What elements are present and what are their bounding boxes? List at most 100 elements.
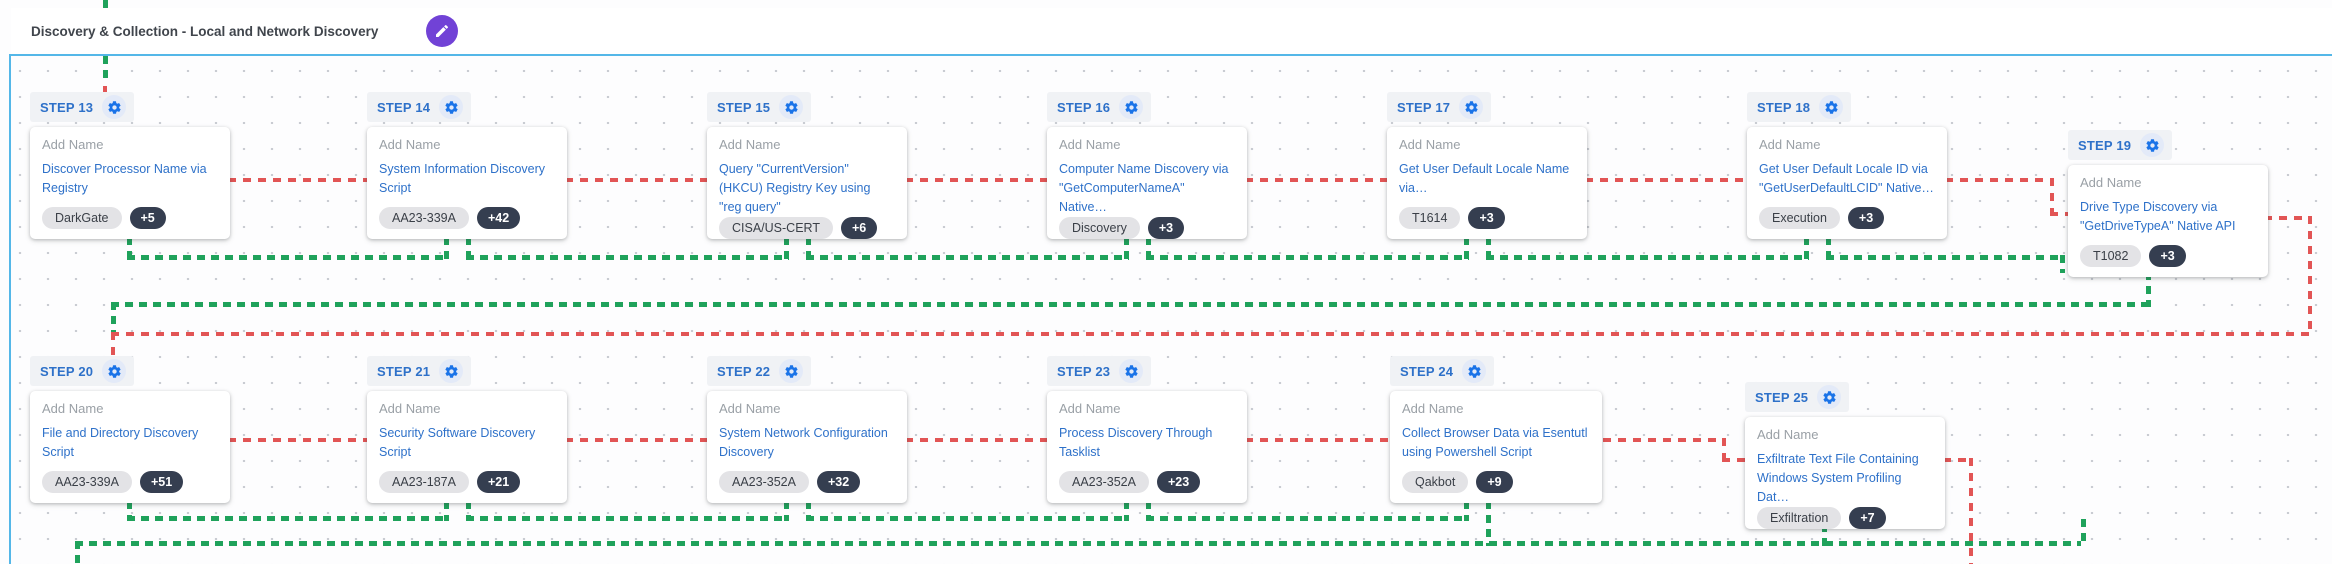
count-pill[interactable]: +3	[1147, 217, 1185, 239]
add-name-placeholder[interactable]: Add Name	[719, 137, 781, 152]
add-name-placeholder[interactable]: Add Name	[2080, 175, 2142, 190]
step-label-chip: STEP 14	[367, 92, 472, 122]
gear-icon	[1467, 364, 1482, 379]
step-label-chip: STEP 18	[1747, 92, 1852, 122]
tag-pill[interactable]: T1614	[1399, 207, 1461, 229]
count-pill[interactable]: +7	[1849, 507, 1886, 529]
step-card[interactable]: Add Name Get User Default Locale Name vi…	[1387, 127, 1587, 239]
count-pill[interactable]: +3	[1847, 207, 1885, 229]
connector-green-vertical	[1822, 524, 1827, 546]
step-card[interactable]: Add Name System Network Configuration Di…	[707, 391, 907, 503]
add-name-placeholder[interactable]: Add Name	[1059, 401, 1121, 416]
connector-red-vertical	[1969, 458, 1973, 564]
gear-icon-button[interactable]	[102, 95, 127, 119]
gear-icon-button[interactable]	[1462, 359, 1487, 383]
tag-pill[interactable]: Qakbot	[1402, 471, 1469, 493]
tag-pill[interactable]: CISA/US-CERT	[719, 217, 833, 239]
step-title-link[interactable]: Get User Default Locale Name via…	[1399, 162, 1570, 195]
count-pill[interactable]: +42	[476, 207, 521, 229]
step-card[interactable]: Add Name Discover Processor Name via Reg…	[30, 127, 230, 239]
edit-phase-button[interactable]	[426, 15, 459, 47]
add-name-placeholder[interactable]: Add Name	[1757, 427, 1819, 442]
tag-pill[interactable]: DarkGate	[42, 207, 122, 229]
step-title-link[interactable]: Security Software Discovery Script	[379, 426, 536, 459]
gear-icon-button[interactable]	[779, 359, 804, 383]
step-card[interactable]: Add Name File and Directory Discovery Sc…	[30, 391, 230, 503]
count-pill[interactable]: +51	[139, 471, 184, 493]
tag-pill[interactable]: AA23-352A	[1059, 471, 1149, 493]
gear-icon	[444, 364, 459, 379]
step-card[interactable]: Add Name Computer Name Discovery via "Ge…	[1047, 127, 1247, 239]
count-pill[interactable]: +5	[129, 207, 166, 229]
count-pill[interactable]: +3	[2149, 245, 2186, 267]
gear-icon-button[interactable]	[1819, 95, 1844, 119]
count-pill[interactable]: +6	[840, 217, 878, 239]
step-card[interactable]: Add Name System Information Discovery Sc…	[367, 127, 567, 239]
add-name-placeholder[interactable]: Add Name	[1402, 401, 1464, 416]
step-card[interactable]: Add Name Process Discovery Through Taskl…	[1047, 391, 1247, 503]
count-pill[interactable]: +9	[1476, 471, 1513, 493]
step-card[interactable]: Add Name Query "CurrentVersion" (HKCU) R…	[707, 127, 907, 239]
gear-icon-button[interactable]	[1817, 385, 1842, 409]
step-title-link[interactable]: Exfiltrate Text File Containing Windows …	[1757, 452, 1919, 504]
tag-pill[interactable]: AA23-187A	[379, 471, 469, 493]
gear-icon-button[interactable]	[439, 359, 464, 383]
step-label: STEP 17	[1397, 99, 1451, 115]
gear-icon	[107, 100, 122, 115]
connector-green-vertical	[784, 501, 789, 521]
count-pill[interactable]: +32	[816, 471, 861, 493]
add-name-placeholder[interactable]: Add Name	[1759, 137, 1821, 152]
add-name-placeholder[interactable]: Add Name	[1059, 137, 1121, 152]
step-title-link[interactable]: Drive Type Discovery via "GetDriveTypeA"…	[2080, 200, 2236, 233]
add-name-placeholder[interactable]: Add Name	[379, 137, 441, 152]
gear-icon-button[interactable]	[779, 95, 804, 119]
connector-green-horizontal	[806, 516, 1129, 521]
tag-pill[interactable]: AA23-352A	[719, 471, 809, 493]
step-card[interactable]: Add Name Exfiltrate Text File Containing…	[1745, 417, 1945, 529]
add-name-placeholder[interactable]: Add Name	[42, 137, 104, 152]
step-card[interactable]: Add Name Security Software Discovery Scr…	[367, 391, 567, 503]
gear-icon-button[interactable]	[2140, 133, 2165, 157]
count-pill[interactable]: +3	[1468, 207, 1505, 229]
connector-green-vertical	[444, 501, 449, 521]
step-24: STEP 24 Add Name Collect Browser Data vi…	[1390, 356, 1602, 503]
step-title-link[interactable]: Computer Name Discovery via "GetComputer…	[1059, 162, 1229, 214]
tag-pill[interactable]: Discovery	[1059, 217, 1140, 239]
connector-green-horizontal	[1146, 255, 1469, 260]
step-title-link[interactable]: System Network Configuration Discovery	[719, 426, 888, 459]
add-name-placeholder[interactable]: Add Name	[719, 401, 781, 416]
gear-icon	[444, 100, 459, 115]
add-name-placeholder[interactable]: Add Name	[1399, 137, 1461, 152]
count-pill[interactable]: +23	[1156, 471, 1201, 493]
step-label-chip: STEP 15	[707, 92, 812, 122]
tag-pill[interactable]: AA23-339A	[379, 207, 469, 229]
tag-pill[interactable]: T1082	[2080, 245, 2142, 267]
connector-red-horizontal	[905, 178, 1047, 182]
gear-icon-button[interactable]	[102, 359, 127, 383]
step-title-link[interactable]: Query "CurrentVersion" (HKCU) Registry K…	[719, 162, 871, 214]
gear-icon-button[interactable]	[1459, 95, 1484, 119]
step-card[interactable]: Add Name Get User Default Locale ID via …	[1747, 127, 1947, 239]
tag-pill[interactable]: Execution	[1759, 207, 1840, 229]
step-title-link[interactable]: System Information Discovery Script	[379, 162, 546, 195]
connector-green-vertical	[1124, 501, 1129, 521]
gear-icon-button[interactable]	[439, 95, 464, 119]
add-name-placeholder[interactable]: Add Name	[379, 401, 441, 416]
gear-icon-button[interactable]	[1119, 95, 1144, 119]
tag-pill[interactable]: Exfiltration	[1757, 507, 1842, 529]
step-label-chip: STEP 23	[1047, 356, 1152, 386]
gear-icon-button[interactable]	[1119, 359, 1144, 383]
connector-green-horizontal	[806, 255, 1129, 260]
count-pill[interactable]: +21	[476, 471, 521, 493]
step-title-link[interactable]: File and Directory Discovery Script	[42, 426, 199, 459]
tag-pill[interactable]: AA23-339A	[42, 471, 132, 493]
step-card[interactable]: Add Name Drive Type Discovery via "GetDr…	[2068, 165, 2268, 277]
step-title-link[interactable]: Collect Browser Data via Esentutl using …	[1402, 426, 1588, 459]
step-card[interactable]: Add Name Collect Browser Data via Esentu…	[1390, 391, 1602, 503]
step-title-link[interactable]: Get User Default Locale ID via "GetUserD…	[1759, 162, 1934, 195]
step-title-link[interactable]: Discover Processor Name via Registry	[42, 162, 207, 195]
step-title-link[interactable]: Process Discovery Through Tasklist	[1059, 426, 1213, 459]
phase-header: Discovery & Collection - Local and Netwo…	[11, 8, 2332, 54]
add-name-placeholder[interactable]: Add Name	[42, 401, 104, 416]
